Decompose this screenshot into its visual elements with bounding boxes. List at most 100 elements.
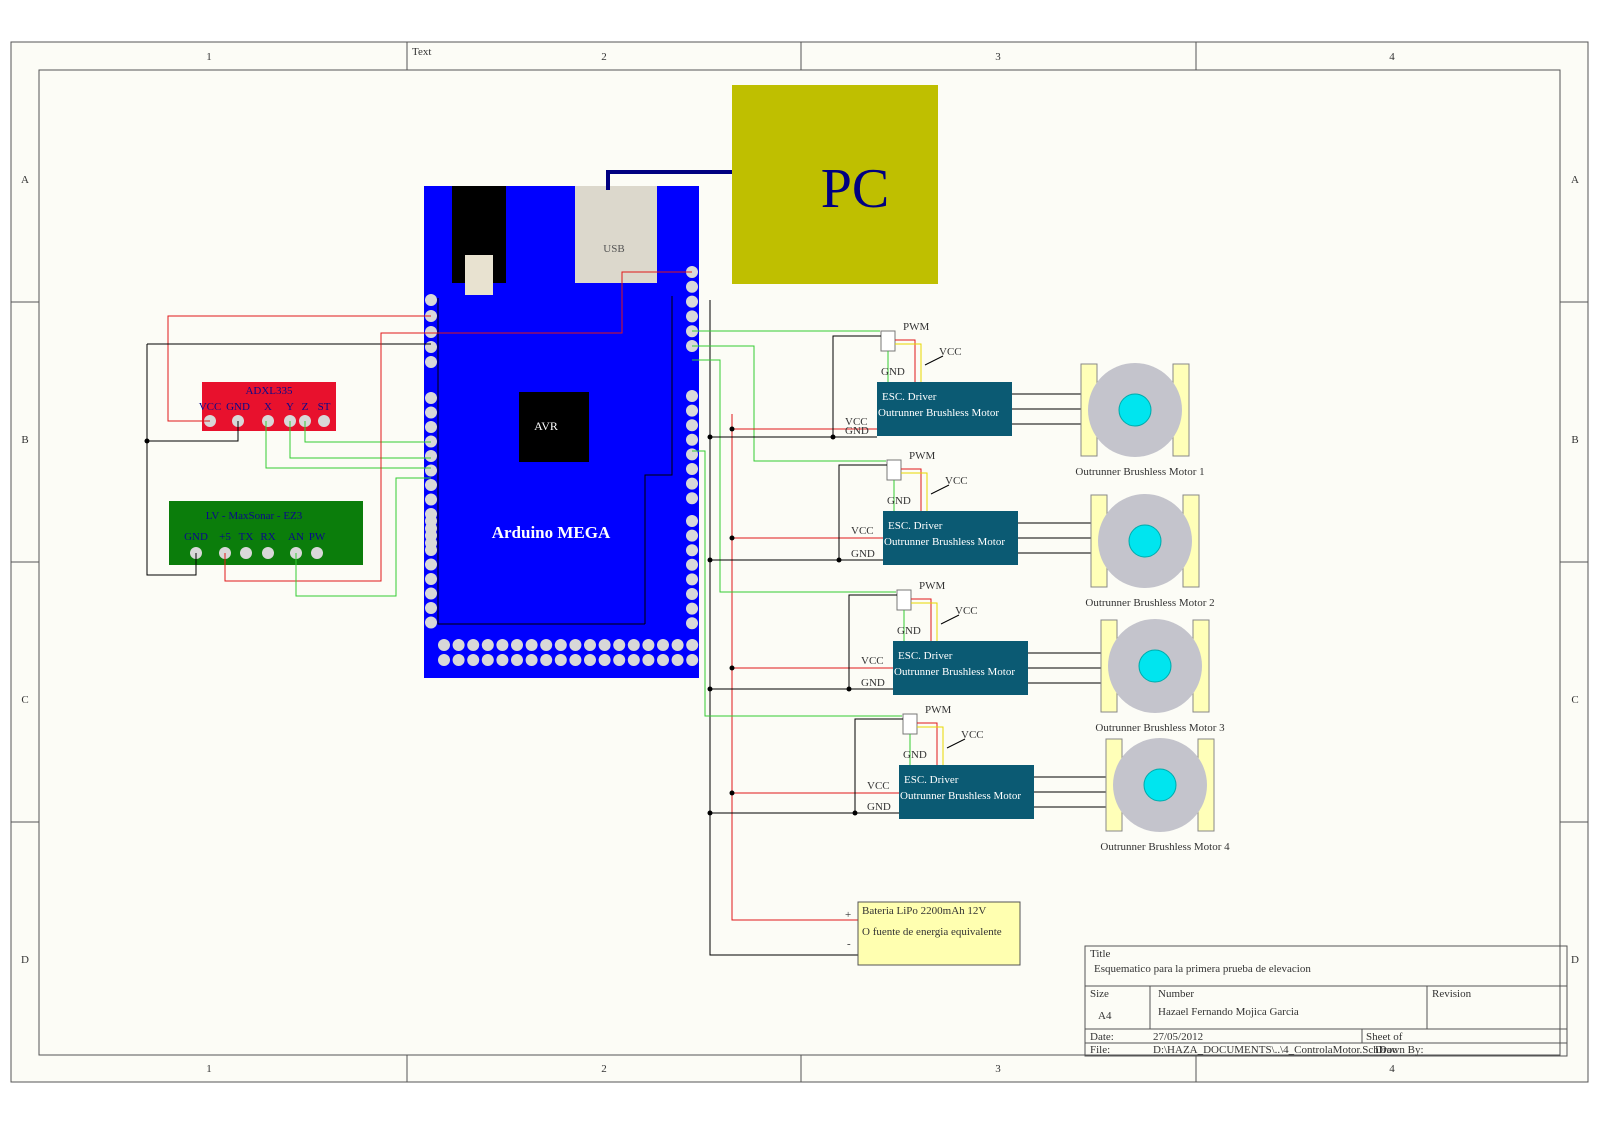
battery-block: Bateria LiPo 2200mAh 12V O fuente de ene…	[845, 901, 1021, 966]
gnd-top-label: GND	[903, 749, 927, 761]
arduino-header-pins	[425, 266, 699, 666]
row-label: D	[1571, 954, 1579, 966]
maxsonar-pin-label: +5	[219, 531, 231, 543]
header-pin	[686, 654, 699, 666]
header-pin	[425, 544, 437, 556]
maxsonar-pin-label: PW	[309, 531, 326, 543]
text-marker: Text	[412, 46, 431, 58]
header-pin	[686, 448, 698, 461]
header-pin	[627, 639, 640, 651]
header-pin	[657, 654, 669, 666]
column-label: 3	[995, 1063, 1001, 1075]
adxl335-pin-label: Z	[302, 401, 309, 413]
vcc-label: VCC	[861, 655, 884, 667]
adxl335-pin-label: VCC	[199, 401, 222, 413]
gnd-top-label: GND	[887, 495, 911, 507]
size-value: A4	[1098, 1010, 1112, 1022]
header-pin	[425, 464, 437, 477]
usb-connector	[575, 186, 657, 283]
header-pin	[425, 341, 437, 353]
column-label: 4	[1389, 1063, 1395, 1075]
number-label: Number	[1158, 988, 1194, 1000]
motor-label: Outrunner Brushless Motor 3	[1095, 722, 1225, 734]
header-pin	[569, 654, 582, 666]
header-pin	[425, 326, 437, 338]
adxl335-pin-label: GND	[226, 401, 250, 413]
maxsonar-pin-label: RX	[260, 531, 275, 543]
esc-title: ESC. Driver	[898, 650, 953, 662]
header-pin	[569, 639, 582, 651]
column-label: 1	[206, 51, 212, 63]
header-pin	[467, 654, 480, 666]
row-label: B	[1571, 434, 1578, 446]
header-pin	[686, 639, 699, 651]
header-pin	[525, 639, 538, 651]
arduino-name: Arduino MEGA	[492, 523, 611, 542]
column-label: 4	[1389, 51, 1395, 63]
header-pin	[467, 639, 480, 651]
row-label: D	[21, 954, 29, 966]
maxsonar-pin	[240, 547, 252, 559]
header-pin	[671, 654, 684, 666]
header-pin	[425, 529, 437, 542]
header-pin	[425, 392, 437, 404]
file-label: File:	[1090, 1044, 1110, 1056]
gnd-label: GND	[851, 548, 875, 560]
header-pin	[686, 544, 698, 557]
maxsonar-pin-label: GND	[184, 531, 208, 543]
header-pin	[481, 639, 494, 651]
header-pin	[425, 493, 437, 506]
esc-driver-box	[883, 511, 1018, 565]
row-label: A	[1571, 174, 1579, 186]
pwm-connector	[880, 330, 896, 352]
header-pin	[686, 617, 698, 630]
header-pin	[686, 419, 698, 432]
header-pin	[613, 639, 626, 651]
column-label: 2	[601, 1063, 607, 1075]
brushless-motor-3	[1100, 619, 1210, 713]
header-pin	[584, 639, 596, 651]
header-pin	[425, 406, 437, 419]
header-pin	[425, 421, 437, 433]
title-label: Title	[1090, 948, 1111, 960]
header-pin	[425, 356, 437, 368]
header-pin	[642, 639, 655, 651]
vcc-top-label: VCC	[939, 346, 962, 358]
header-pin	[496, 654, 509, 666]
row-label: A	[21, 174, 29, 186]
esc-driver-box	[899, 765, 1034, 819]
header-pin	[686, 280, 698, 293]
battery-minus-label: -	[847, 938, 851, 950]
row-label: B	[21, 434, 28, 446]
vcc-label: VCC	[867, 780, 890, 792]
header-pin	[511, 654, 523, 666]
header-pin	[525, 654, 538, 666]
usb-label: USB	[603, 243, 624, 255]
avr-label: AVR	[534, 419, 558, 433]
header-pin	[686, 602, 698, 615]
maxsonar-pin	[262, 547, 274, 559]
header-pin	[598, 639, 611, 651]
battery-line2: O fuente de energia equivalente	[862, 926, 1002, 938]
header-pin	[425, 573, 437, 585]
pwm-label: PWM	[919, 580, 946, 592]
header-pin	[425, 450, 437, 462]
schematic-title: Esquematico para la primera prueba de el…	[1094, 963, 1311, 975]
column-label: 2	[601, 51, 607, 63]
header-pin	[686, 295, 698, 308]
header-pin	[452, 639, 465, 651]
header-pin	[686, 515, 698, 527]
header-pin	[686, 463, 698, 475]
gnd-label: GND	[845, 425, 869, 437]
brushless-motor-2	[1090, 494, 1200, 588]
date-value: 27/05/2012	[1153, 1031, 1203, 1043]
sensor-wiring	[144, 271, 692, 597]
esc-subtitle: Outrunner Brushless Motor	[878, 407, 999, 419]
title-block	[1084, 945, 1568, 1057]
gnd-top-label: GND	[881, 366, 905, 378]
